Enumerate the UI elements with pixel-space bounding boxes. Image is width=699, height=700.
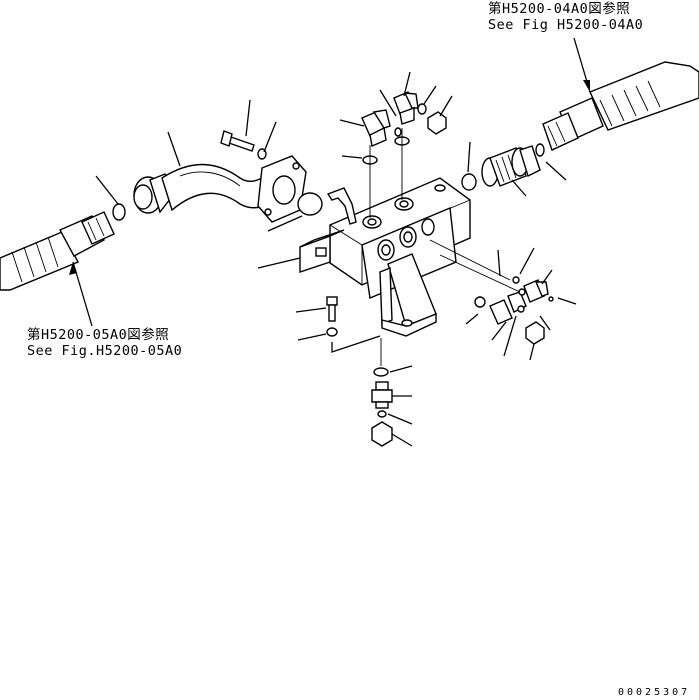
o-ring: [297, 192, 323, 216]
ref-arrowhead-lower-left: [69, 262, 77, 275]
o-ring: [373, 367, 389, 377]
o-ring: [474, 296, 486, 308]
quick-coupler: [481, 145, 541, 187]
o-ring-small: [548, 296, 554, 302]
lower-left-hose: [0, 211, 115, 291]
washer: [326, 327, 338, 337]
o-ring: [461, 173, 477, 191]
fitting-center-line: [369, 128, 403, 218]
bracket: [379, 253, 437, 337]
elbow-fitting: [361, 109, 391, 147]
o-ring-small: [512, 276, 520, 284]
ref-upper-right-en: See Fig H5200-04A0: [488, 17, 643, 33]
elbow-fitting: [393, 91, 419, 125]
clamp-strap: [326, 187, 357, 225]
o-ring-small: [417, 103, 427, 115]
o-ring-small: [535, 143, 545, 157]
ref-upper-right-jp: 第H5200-04A0図参照: [488, 0, 630, 17]
straight-fitting: [523, 279, 549, 303]
cap-nut: [525, 321, 545, 345]
drawing-number: 00025307: [618, 687, 690, 698]
bent-tube-assembly: [133, 155, 307, 223]
o-ring-small: [377, 410, 387, 418]
straight-fitting-bottom: [371, 381, 393, 409]
upper-right-hose: [542, 61, 699, 151]
bracket-bolt-leader: [331, 335, 381, 353]
ref-arrowhead-upper-right: [583, 80, 590, 92]
o-ring-small: [517, 305, 525, 313]
right-fitting-center-lines: [429, 239, 521, 293]
mounting-bar: [299, 229, 345, 273]
ref-lower-left-en: See Fig.H5200-05A0: [27, 343, 182, 359]
cap-nut-bottom: [371, 421, 393, 447]
o-ring-small: [394, 127, 402, 137]
flange-bolt: [220, 130, 255, 152]
leader-lines: [95, 71, 577, 447]
ref-lower-left-jp: 第H5200-05A0図参照: [27, 326, 169, 343]
bracket-bolt: [326, 296, 338, 322]
o-ring: [112, 203, 126, 221]
cap-nut: [427, 111, 447, 135]
